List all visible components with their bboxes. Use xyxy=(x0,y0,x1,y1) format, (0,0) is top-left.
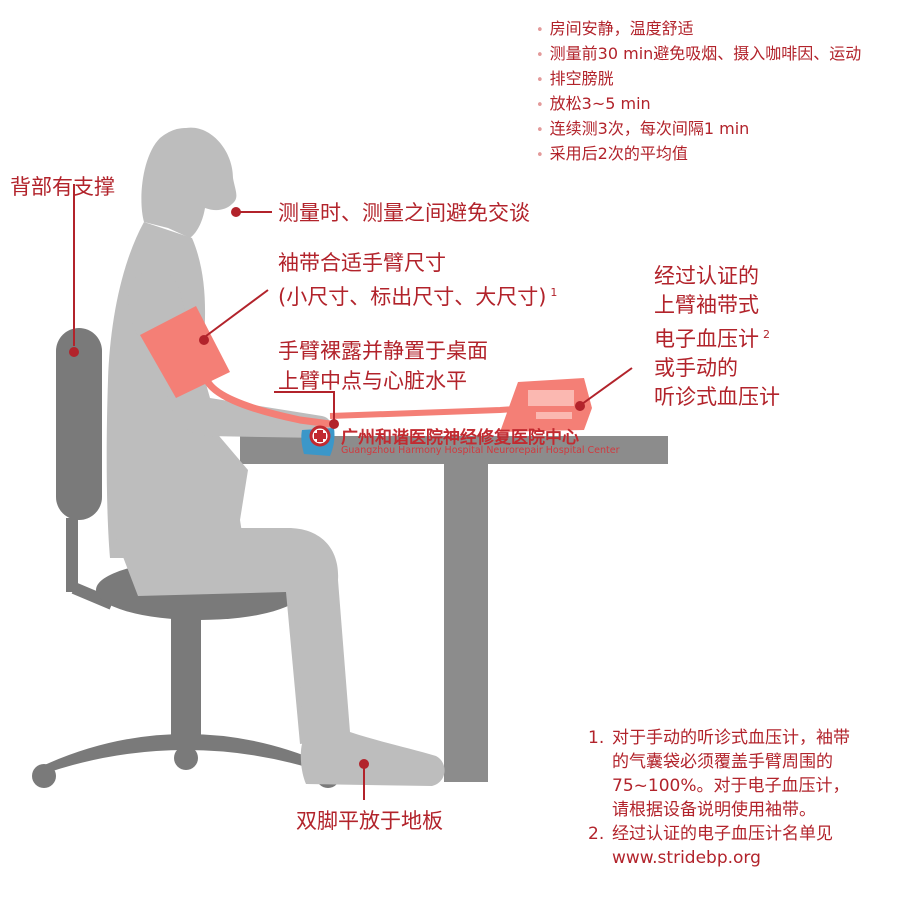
label-avoid-talking: 测量时、测量之间避免交谈 xyxy=(278,201,530,225)
label-cuff-line: 袖带合适手臂尺寸 xyxy=(278,251,446,275)
footnote-line: 经过认证的电子血压计名单见 xyxy=(612,824,833,844)
chair-back-post xyxy=(66,518,78,592)
chair-column xyxy=(171,612,201,736)
watermark-subtitle: Guangzhou Harmony Hospital Neurorepair H… xyxy=(341,445,620,456)
footnote-ref-1: 1 xyxy=(550,286,558,299)
tip-item: •采用后2次的平均值 xyxy=(536,144,688,163)
desk-leg xyxy=(444,464,488,782)
chair-caster-middle xyxy=(174,746,198,770)
bullet-dot-icon: • xyxy=(536,73,544,88)
tip-item: •房间安静，温度舒适 xyxy=(536,19,694,38)
watermark-title: 广州和谐医院神经修复医院中心 xyxy=(341,428,579,448)
marker-talk xyxy=(231,207,241,217)
marker-cuff xyxy=(199,335,209,345)
footnote-number: 2. xyxy=(588,824,605,844)
footnote-item: 2. 经过认证的电子血压计名单见 www.stridebp.org xyxy=(588,822,850,870)
desk xyxy=(240,436,668,782)
label-arm-position: 手臂裸露并静置于桌面 上臂中点与心脏水平 xyxy=(278,336,488,396)
marker-device xyxy=(575,401,585,411)
marker-feet xyxy=(359,759,369,769)
footnote-ref-2: 2 xyxy=(763,328,770,341)
tip-item: •测量前30 min避免吸烟、摄入咖啡因、运动 xyxy=(536,44,862,63)
leader-cuff xyxy=(205,289,269,337)
bullet-dot-icon: • xyxy=(536,23,544,38)
label-cuff-size: 袖带合适手臂尺寸 (小尺寸、标出尺寸、大尺寸)1 xyxy=(278,248,557,312)
bullet-dot-icon: • xyxy=(536,48,544,63)
label-arm-line: 手臂裸露并静置于桌面 xyxy=(278,339,488,363)
person-thigh xyxy=(112,528,339,744)
person-leg-foot xyxy=(298,580,445,786)
label-device-line: 听诊式血压计 xyxy=(654,385,780,409)
bullet-dot-icon: • xyxy=(536,148,544,163)
tip-item: •放松3~5 min xyxy=(536,94,651,113)
footnote-line: 的气囊袋必须覆盖手臂周围的 xyxy=(612,752,833,772)
arm-tube xyxy=(202,376,331,428)
footnote-number: 1. xyxy=(588,728,605,748)
footnote-item: 1. 对于手动的听诊式血压计，袖带 的气囊袋必须覆盖手臂周围的 75~100%。… xyxy=(588,726,850,822)
bullet-dot-icon: • xyxy=(536,123,544,138)
footnote-link[interactable]: www.stridebp.org xyxy=(612,848,761,868)
label-back-support: 背部有支撑 xyxy=(10,175,115,199)
device-tube xyxy=(329,405,531,419)
leader-arm xyxy=(274,391,335,422)
chair-backrest xyxy=(56,328,102,520)
footnote-line: 75~100%。对于电子血压计， xyxy=(612,776,850,796)
chair-base xyxy=(38,734,334,776)
arm-cuff xyxy=(140,306,230,398)
footnotes: 1. 对于手动的听诊式血压计，袖带 的气囊袋必须覆盖手臂周围的 75~100%。… xyxy=(588,726,850,870)
label-feet-flat: 双脚平放于地板 xyxy=(296,809,443,833)
bp-monitor-screen xyxy=(528,390,574,406)
bp-monitor-buttons xyxy=(536,412,572,419)
preparation-tips-list: •房间安静，温度舒适 •测量前30 min避免吸烟、摄入咖啡因、运动 •排空膀胱… xyxy=(536,17,861,167)
label-device-line: 经过认证的 xyxy=(654,264,759,288)
tip-item: •排空膀胱 xyxy=(536,69,614,88)
marker-arm xyxy=(329,419,339,429)
annotation-leaders xyxy=(69,184,633,800)
marker-back xyxy=(69,347,79,357)
bp-equipment xyxy=(140,306,592,432)
leader-device xyxy=(581,367,633,405)
chair-caster-left xyxy=(32,764,56,788)
tip-item: •连续测3次，每次间隔1 min xyxy=(536,119,750,138)
person-head xyxy=(141,127,237,238)
label-cuff-line: (小尺寸、标出尺寸、大尺寸)1 xyxy=(278,285,558,309)
hospital-logo-icon xyxy=(301,425,335,456)
footnote-line: 对于手动的听诊式血压计，袖带 xyxy=(612,728,850,748)
label-device-line: 或手动的 xyxy=(654,356,738,380)
label-device-line: 上臂袖带式 xyxy=(654,293,759,317)
footnote-line: 请根据设备说明使用袖带。 xyxy=(612,800,816,820)
label-arm-line: 上臂中点与心脏水平 xyxy=(278,369,467,393)
bullet-dot-icon: • xyxy=(536,98,544,113)
